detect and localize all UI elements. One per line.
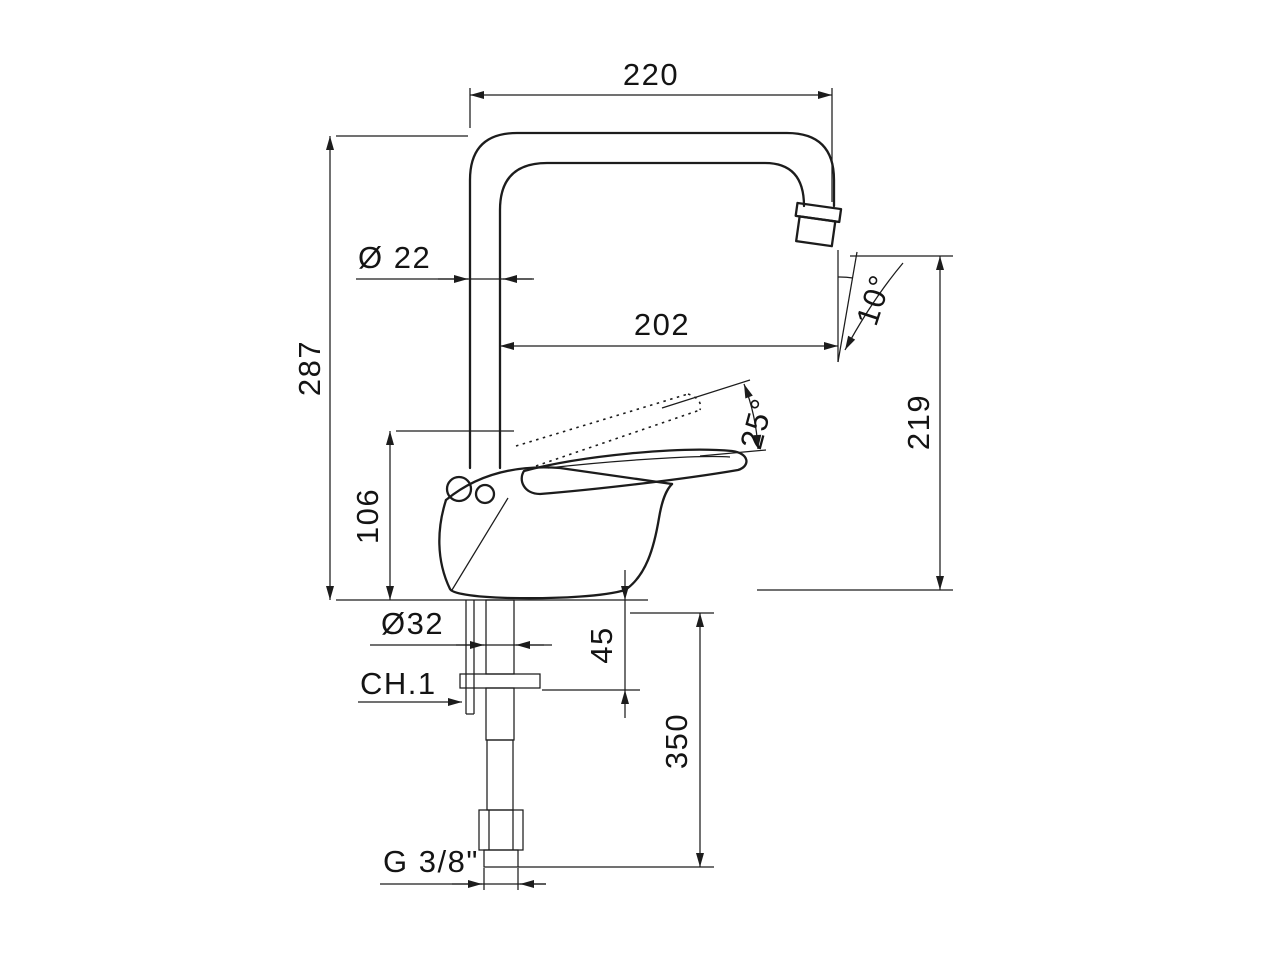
dim-106-label: 106 (350, 488, 385, 544)
dim-220-label: 220 (623, 57, 679, 92)
dim-45-label: 45 (584, 626, 619, 663)
dim-handle-angle: 25° (661, 379, 780, 457)
spout-angle-label: 10° (849, 270, 898, 330)
dim-spout-angle: 10° (837, 250, 904, 363)
dim-287-label: 287 (292, 340, 327, 396)
wrench-size-label: CH.1 (360, 666, 437, 701)
dim-thread: G 3/8" (380, 844, 546, 890)
spout (468, 131, 843, 470)
dim-base-diameter: Ø32 (370, 606, 552, 649)
dim-45: 45 (542, 570, 640, 718)
thread-size-label: G 3/8" (383, 844, 479, 879)
dim-219-label: 219 (901, 394, 936, 450)
mounting-shank (459, 599, 541, 741)
mixer-body (438, 466, 674, 600)
dim-202: 202 (500, 307, 838, 350)
dim-220: 220 (469, 57, 833, 202)
hose-nut (478, 809, 524, 868)
dim-106: 106 (350, 430, 514, 600)
aerator (794, 201, 843, 248)
dim-202-label: 202 (634, 307, 690, 342)
handle-angle-label: 25° (733, 394, 780, 453)
dim-350-label: 350 (659, 713, 694, 769)
dim-tube-diameter: Ø 22 (356, 240, 534, 283)
dim-base-diameter-label: Ø32 (381, 606, 444, 641)
dim-tube-diameter-label: Ø 22 (358, 240, 431, 275)
handle-raised-dotted (515, 393, 702, 467)
dim-350: 350 (518, 612, 714, 868)
dim-287: 287 (292, 135, 468, 600)
label-wrench-size: CH.1 (358, 666, 462, 706)
dim-219: 219 (757, 255, 953, 591)
handle (520, 448, 748, 496)
supply-hose (486, 739, 514, 811)
